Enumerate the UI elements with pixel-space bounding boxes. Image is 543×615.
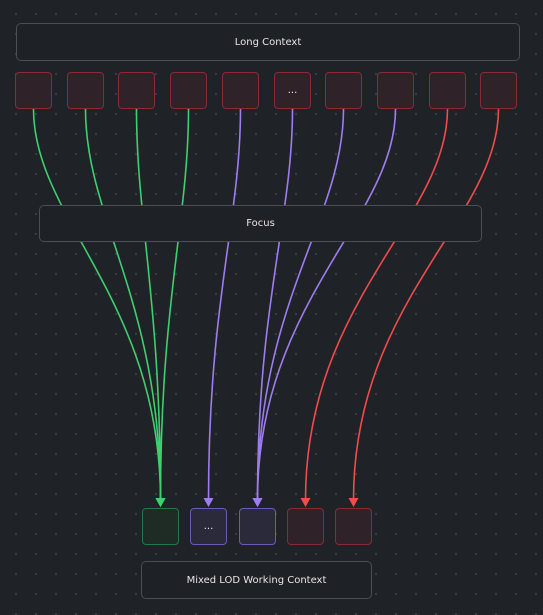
source-node-label: ... [287, 85, 298, 96]
source-node-9 [429, 72, 466, 109]
flow-line-5 [207, 108, 242, 501]
flow-line-7 [256, 108, 345, 501]
source-node-5 [222, 72, 259, 109]
source-node-6: ... [274, 72, 311, 109]
flow-line-10 [352, 108, 500, 501]
mixed-lod-working-context-panel: Mixed LOD Working Context [141, 561, 372, 599]
source-node-8 [377, 72, 414, 109]
focus-panel: Focus [39, 205, 482, 242]
source-node-1 [15, 72, 52, 109]
arrowhead-icon [155, 498, 166, 507]
target-node-4 [287, 508, 324, 545]
flow-line-3 [135, 108, 162, 501]
flow-line-8 [256, 108, 397, 501]
flow-line-6 [256, 108, 294, 501]
flow-line-1 [32, 108, 162, 501]
source-node-3 [118, 72, 155, 109]
source-node-4 [170, 72, 207, 109]
source-node-10 [480, 72, 517, 109]
mixed-lod-working-context-label: Mixed LOD Working Context [186, 574, 327, 586]
target-node-1 [142, 508, 179, 545]
arrowhead-icon [348, 498, 359, 507]
flow-line-2 [84, 108, 162, 501]
source-node-2 [67, 72, 104, 109]
source-node-7 [325, 72, 362, 109]
arrowhead-icon [203, 498, 214, 507]
long-context-label: Long Context [234, 36, 302, 48]
target-node-5 [335, 508, 372, 545]
long-context-panel: Long Context [16, 23, 520, 61]
focus-label: Focus [246, 218, 275, 229]
arrowhead-icon [252, 498, 263, 507]
arrowhead-icon [300, 498, 311, 507]
flow-line-4 [159, 108, 190, 501]
target-node-2: ... [190, 508, 227, 545]
flow-line-9 [304, 108, 449, 501]
target-node-3 [239, 508, 276, 545]
target-node-label: ... [203, 521, 214, 532]
